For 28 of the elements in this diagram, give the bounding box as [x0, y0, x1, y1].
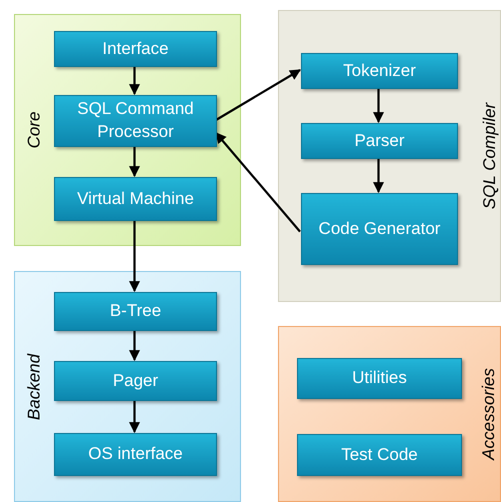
process-box: Tokenizer	[301, 53, 458, 89]
group-label: SQL Compiler	[480, 102, 498, 210]
process-box: OS interface	[54, 433, 217, 476]
group-label: Core	[26, 112, 42, 148]
arrow	[129, 400, 140, 434]
process-box: Test Code	[297, 434, 462, 476]
arrow	[129, 220, 140, 292]
process-box: Parser	[301, 123, 458, 159]
process-box: Utilities	[297, 358, 462, 399]
group-panel	[278, 326, 501, 502]
arrow	[373, 88, 384, 124]
process-box: Pager	[54, 361, 217, 401]
arrow	[129, 330, 140, 362]
process-box: SQL Command Processor	[54, 95, 217, 147]
group-panel	[14, 271, 241, 502]
process-box: Virtual Machine	[54, 177, 217, 221]
process-box: Interface	[54, 31, 217, 67]
arrow	[373, 158, 384, 194]
arrow	[215, 132, 301, 232]
group-label: Accessories	[480, 368, 498, 460]
group-panel	[14, 14, 241, 246]
arrow	[129, 146, 140, 178]
arrow	[129, 66, 140, 96]
arrow	[215, 69, 301, 121]
group-panel	[278, 10, 501, 302]
process-box: Code Generator	[301, 193, 458, 265]
process-box: B-Tree	[54, 292, 217, 331]
group-label: Backend	[26, 353, 42, 420]
